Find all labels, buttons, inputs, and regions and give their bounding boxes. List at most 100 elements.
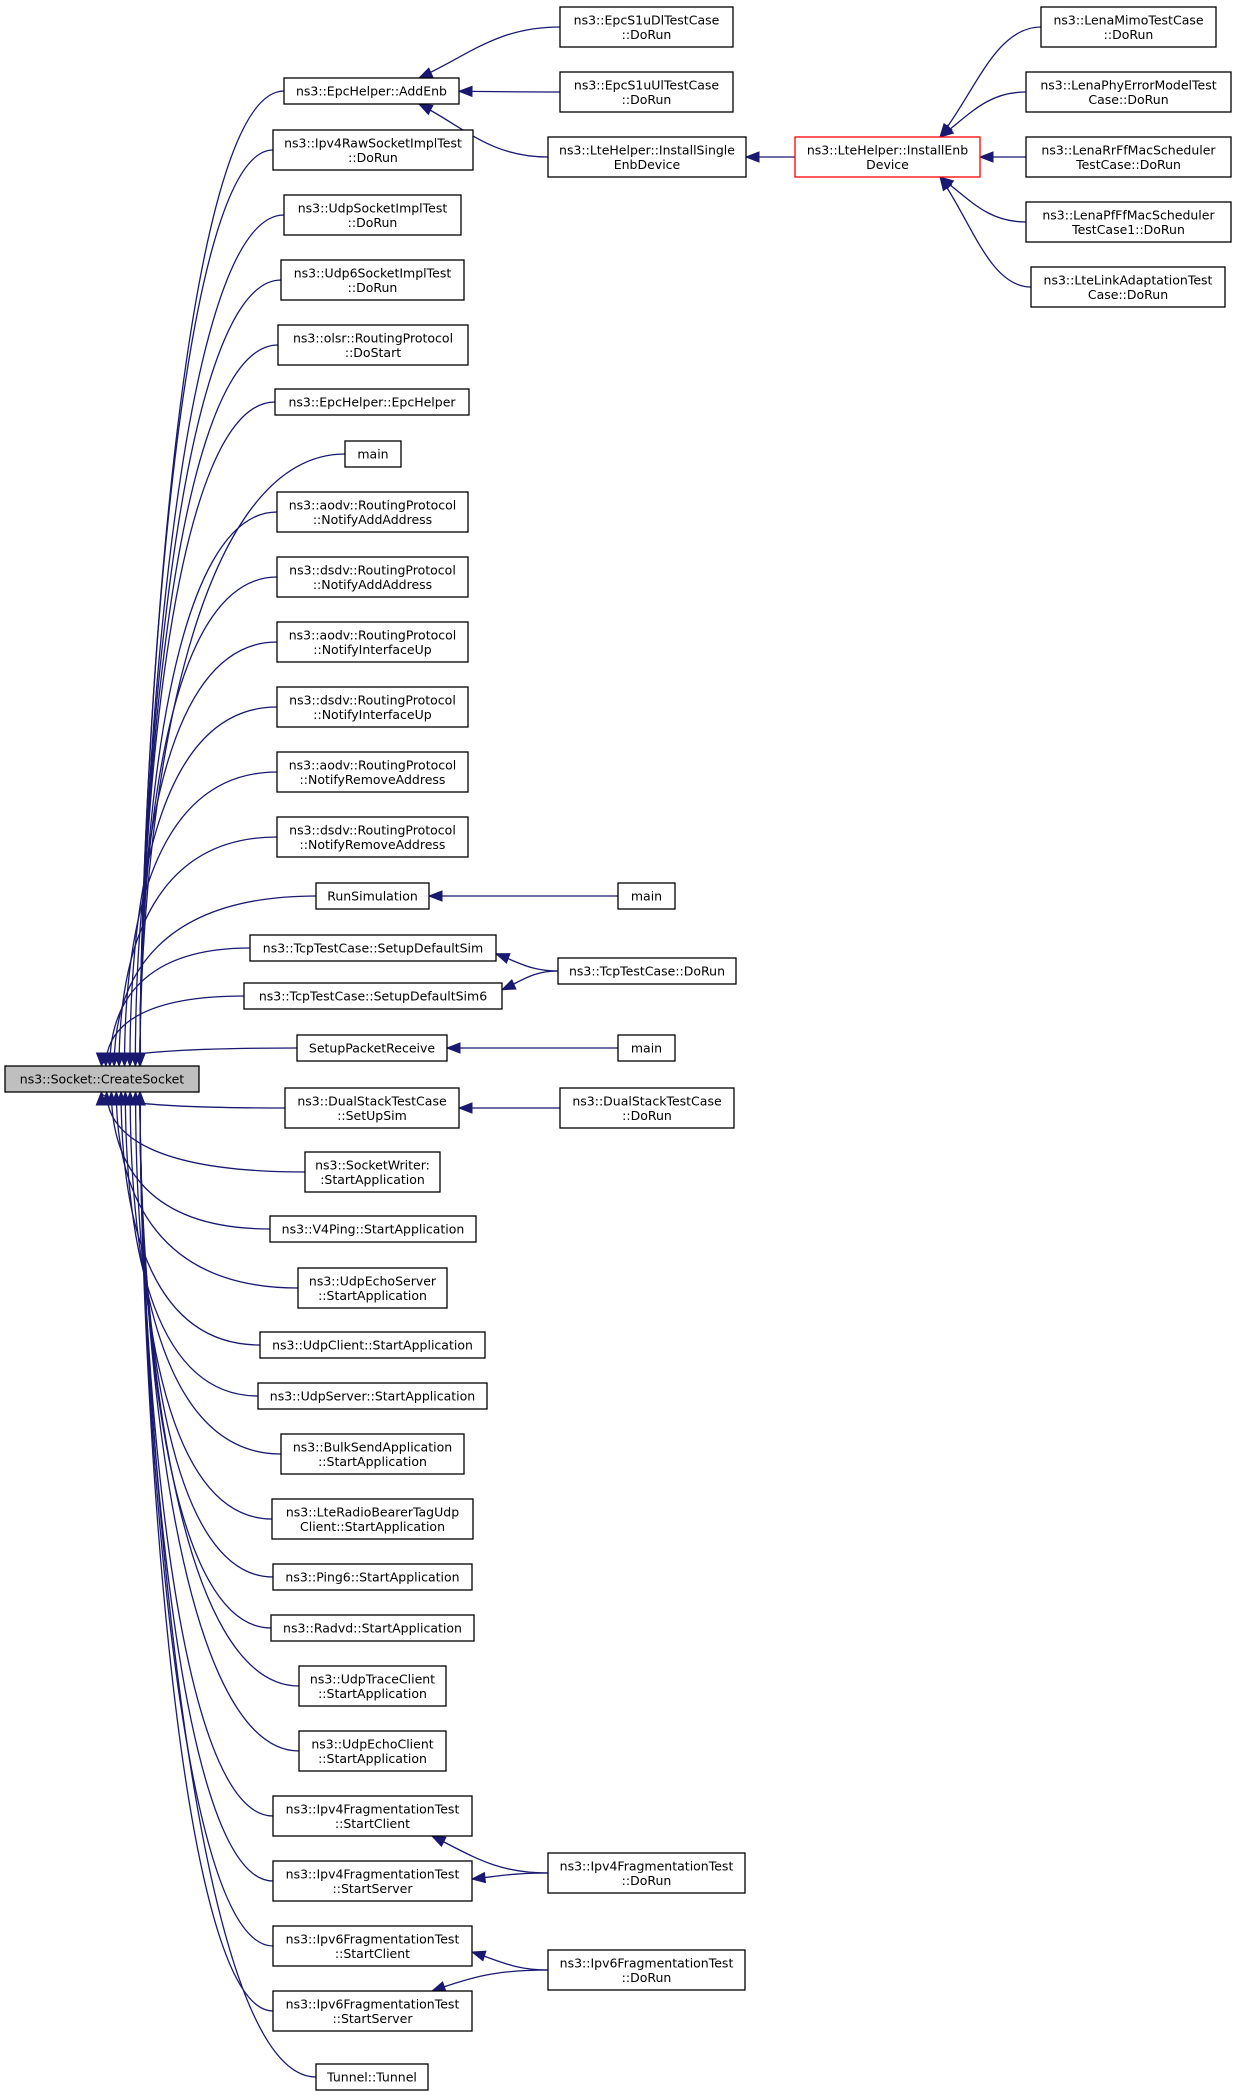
node-label: ns3::UdpServer::StartApplication: [270, 1389, 475, 1404]
node-ns3-ipv4fragmentationtest-dorun[interactable]: ns3::Ipv4FragmentationTest::DoRun: [547, 1852, 746, 1894]
node-label: EnbDevice: [614, 157, 681, 172]
node-ns3-dualstacktestcase-dorun[interactable]: ns3::DualStackTestCase::DoRun: [559, 1087, 735, 1129]
node-main[interactable]: main: [617, 882, 676, 910]
node-ns3-ipv6fragmentationtest-startclient[interactable]: ns3::Ipv6FragmentationTest::StartClient: [272, 1925, 473, 1967]
node-label: ns3::UdpEchoServer: [309, 1273, 437, 1288]
node-ns3-socketwriter-startapplication[interactable]: ns3::SocketWriter::StartApplication: [304, 1151, 441, 1193]
node-ns3-udp6socketimpltest-dorun[interactable]: ns3::Udp6SocketImplTest::DoRun: [280, 259, 465, 301]
edge-ipv6fragdorun-to-ipv6fragserver: [431, 1969, 549, 1992]
node-ns3-udpechoserver-startapplication[interactable]: ns3::UdpEchoServer::StartApplication: [297, 1267, 448, 1309]
node-box: [297, 1267, 448, 1309]
edge-runsim-to-createsocket: [113, 895, 317, 1067]
node-box: [259, 1331, 486, 1359]
node-ns3-udptraceclient-startapplication[interactable]: ns3::UdpTraceClient::StartApplication: [298, 1665, 447, 1707]
node-ns3-ipv4fragmentationtest-startclient[interactable]: ns3::Ipv4FragmentationTest::StartClient: [272, 1795, 473, 1837]
node-ns3-dualstacktestcase-setupsim[interactable]: ns3::DualStackTestCase::SetUpSim: [284, 1087, 460, 1129]
node-ns3-ipv6fragmentationtest-startserver[interactable]: ns3::Ipv6FragmentationTest::StartServer: [272, 1990, 473, 2032]
node-label: ns3::Ipv6FragmentationTest: [560, 1955, 734, 1970]
node-label: ::DoRun: [622, 1108, 672, 1123]
node-ns3-tcptestcase-setupdefaultsim[interactable]: ns3::TcpTestCase::SetupDefaultSim: [249, 934, 497, 962]
node-main[interactable]: main: [344, 440, 402, 468]
node-box: [276, 621, 469, 663]
edge-epchelper-to-createsocket: [139, 401, 276, 1067]
node-ns3-lteradiobearertagudp-client-startapplication[interactable]: ns3::LteRadioBearerTagUdpClient::StartAp…: [271, 1498, 474, 1540]
node-ns3-dsdv-routingprotocol-notifyremoveaddress[interactable]: ns3::dsdv::RoutingProtocol::NotifyRemove…: [276, 816, 469, 858]
node-label: Tunnel::Tunnel: [326, 2070, 417, 2085]
node-box: [243, 982, 503, 1010]
node-ns3-dsdv-routingprotocol-notifyaddaddress[interactable]: ns3::dsdv::RoutingProtocol::NotifyAddAdd…: [276, 556, 469, 598]
node-ns3-udpserver-startapplication[interactable]: ns3::UdpServer::StartApplication: [257, 1382, 488, 1410]
node-ns3-epchelper-addenb[interactable]: ns3::EpcHelper::AddEnb: [283, 77, 460, 105]
arrowhead: [445, 1042, 461, 1054]
node-box: [1025, 136, 1232, 178]
node-ns3-epchelper-epchelper[interactable]: ns3::EpcHelper::EpcHelper: [274, 388, 470, 416]
node-ns3-ping6-startapplication[interactable]: ns3::Ping6::StartApplication: [272, 1563, 473, 1591]
node-label: ::StartApplication: [318, 1288, 427, 1303]
node-ns3-udpsocketimpltest-dorun[interactable]: ns3::UdpSocketImplTest::DoRun: [283, 194, 462, 236]
node-label: ns3::EpcS1uUlTestCase: [574, 77, 719, 92]
node-ns3-tcptestcase-dorun[interactable]: ns3::TcpTestCase::DoRun: [557, 957, 737, 985]
edge-bulksend-to-createsocket: [129, 1091, 282, 1455]
node-box: [1030, 266, 1226, 308]
node-ns3-udpechoclient-startapplication[interactable]: ns3::UdpEchoClient::StartApplication: [298, 1730, 447, 1772]
node-ns3-aodv-routingprotocol-notifyinterfaceup[interactable]: ns3::aodv::RoutingProtocol::NotifyInterf…: [276, 621, 469, 663]
node-box: [277, 324, 469, 366]
node-label: ::DoRun: [348, 215, 398, 230]
node-label: ns3::Ipv6FragmentationTest: [286, 1931, 460, 1946]
node-ns3-udpclient-startapplication[interactable]: ns3::UdpClient::StartApplication: [259, 1331, 486, 1359]
node-ns3-v4ping-startapplication[interactable]: ns3::V4Ping::StartApplication: [269, 1215, 477, 1243]
arrowhead: [430, 1835, 447, 1848]
edge-epcs1uul-to-addenb: [458, 90, 561, 93]
node-ns3-ipv6fragmentationtest-dorun[interactable]: ns3::Ipv6FragmentationTest::DoRun: [547, 1949, 746, 1991]
node-main[interactable]: main: [617, 1034, 676, 1062]
arrowhead: [417, 103, 434, 116]
node-ns3-epcs1uultestcase-dorun[interactable]: ns3::EpcS1uUlTestCase::DoRun: [559, 71, 734, 113]
node-ns3-ipv4fragmentationtest-startserver[interactable]: ns3::Ipv4FragmentationTest::StartServer: [272, 1860, 473, 1902]
node-label: ns3::LenaRrFfMacScheduler: [1041, 142, 1216, 157]
node-box: [1025, 201, 1232, 243]
node-runsimulation[interactable]: RunSimulation: [315, 882, 430, 910]
node-box: [283, 194, 462, 236]
node-label: ns3::Ping6::StartApplication: [285, 1570, 459, 1585]
node-box: [257, 1382, 488, 1410]
node-label: ns3::Ipv4FragmentationTest: [286, 1801, 460, 1816]
node-ns3-epcs1udltestcase-dorun[interactable]: ns3::EpcS1uDlTestCase::DoRun: [559, 6, 734, 48]
node-label: ns3::Udp6SocketImplTest: [294, 265, 452, 280]
node-label: ns3::Socket::CreateSocket: [20, 1072, 185, 1087]
node-ns3-socket-createsocket[interactable]: ns3::Socket::CreateSocket: [4, 1065, 200, 1093]
node-ns3-dsdv-routingprotocol-notifyinterfaceup[interactable]: ns3::dsdv::RoutingProtocol::NotifyInterf…: [276, 686, 469, 728]
edge-aodvrem-to-createsocket: [123, 771, 278, 1067]
node-ns3-tcptestcase-setupdefaultsim6[interactable]: ns3::TcpTestCase::SetupDefaultSim6: [243, 982, 503, 1010]
node-ns3-ipv4rawsocketimpltest-dorun[interactable]: ns3::Ipv4RawSocketImplTest::DoRun: [272, 129, 474, 171]
node-label: ns3::LenaPhyErrorModelTest: [1040, 77, 1216, 92]
node-ns3-aodv-routingprotocol-notifyaddaddress[interactable]: ns3::aodv::RoutingProtocol::NotifyAddAdd…: [276, 491, 469, 533]
node-ns3-aodv-routingprotocol-notifyremoveaddress[interactable]: ns3::aodv::RoutingProtocol::NotifyRemove…: [276, 751, 469, 793]
edge-ltelink-to-installenb: [939, 176, 1032, 288]
node-label: ns3::LenaMimoTestCase: [1053, 12, 1203, 27]
node-label: ns3::LenaPfFfMacScheduler: [1042, 207, 1215, 222]
node-ns3-radvd-startapplication[interactable]: ns3::Radvd::StartApplication: [270, 1614, 475, 1642]
node-ns3-bulksendapplication-startapplication[interactable]: ns3::BulkSendApplication::StartApplicati…: [280, 1433, 465, 1475]
node-ns3-lenapfffmacscheduler-testcase1-dorun[interactable]: ns3::LenaPfFfMacSchedulerTestCase1::DoRu…: [1025, 201, 1232, 243]
edge-udpserver-to-createsocket: [124, 1091, 259, 1397]
edge-lenaphy-to-installenb: [939, 91, 1027, 138]
node-setuppacketreceive[interactable]: SetupPacketReceive: [296, 1034, 448, 1062]
node-label: ::NotifyRemoveAddress: [300, 837, 446, 852]
node-box: [617, 882, 676, 910]
node-box: [274, 388, 470, 416]
arrowhead: [978, 151, 994, 163]
node-label: ::DoRun: [622, 1970, 672, 1985]
edge-dsdvrem-to-createsocket: [118, 836, 278, 1067]
node-tunnel-tunnel[interactable]: Tunnel::Tunnel: [315, 2063, 429, 2091]
node-label: ::NotifyInterfaceUp: [313, 707, 431, 722]
node-label: ns3::dsdv::RoutingProtocol: [289, 692, 456, 707]
arrowhead: [430, 1981, 447, 1992]
node-ns3-lenamimotestcase-dorun[interactable]: ns3::LenaMimoTestCase::DoRun: [1040, 6, 1217, 48]
node-ns3-olsr-routingprotocol-dostart[interactable]: ns3::olsr::RoutingProtocol::DoStart: [277, 324, 469, 366]
